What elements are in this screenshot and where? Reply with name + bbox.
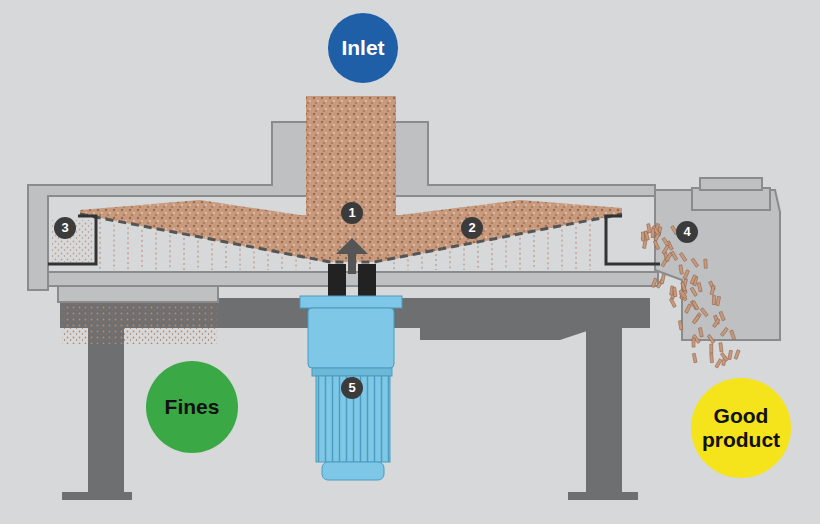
good-product-stream — [641, 223, 740, 368]
node-label: Inlet — [335, 36, 392, 60]
fines-circle: Fines — [146, 361, 238, 453]
callout-number: 3 — [54, 217, 76, 239]
callout-number: 5 — [341, 377, 363, 399]
callout-number: 2 — [461, 217, 483, 239]
node-label: Good product — [701, 404, 780, 452]
product-lip — [606, 216, 660, 264]
vibratory-motor — [300, 264, 402, 480]
deflector-cone — [336, 238, 368, 254]
product-circle: Good product — [691, 378, 792, 479]
callout-number: 1 — [341, 202, 363, 224]
callout-number: 4 — [676, 221, 698, 243]
housing — [28, 122, 780, 340]
fines-through-screen — [100, 222, 590, 270]
node-label: Fines — [152, 395, 231, 419]
inlet-circle: Inlet — [328, 13, 398, 83]
fines-lip — [48, 216, 96, 264]
